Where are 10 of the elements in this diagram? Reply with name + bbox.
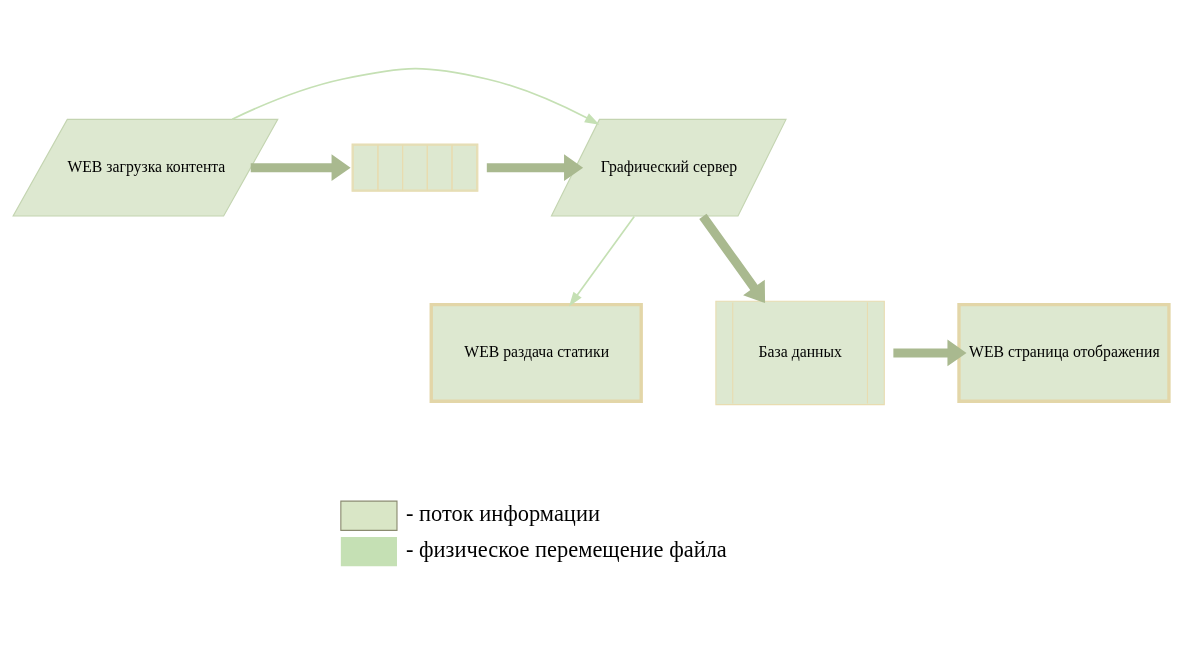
arrow [486,154,584,181]
arrow [699,213,766,303]
node-box: WEB раздача статики [429,302,643,403]
legend-label: - поток информации [405,501,600,527]
legend-label: - физическое перемещение файла [405,537,727,563]
node-box: WEB страница отображения [957,302,1171,403]
arrow [250,154,351,181]
arrow [893,339,967,367]
arrow [569,215,636,307]
arrow [231,67,600,125]
